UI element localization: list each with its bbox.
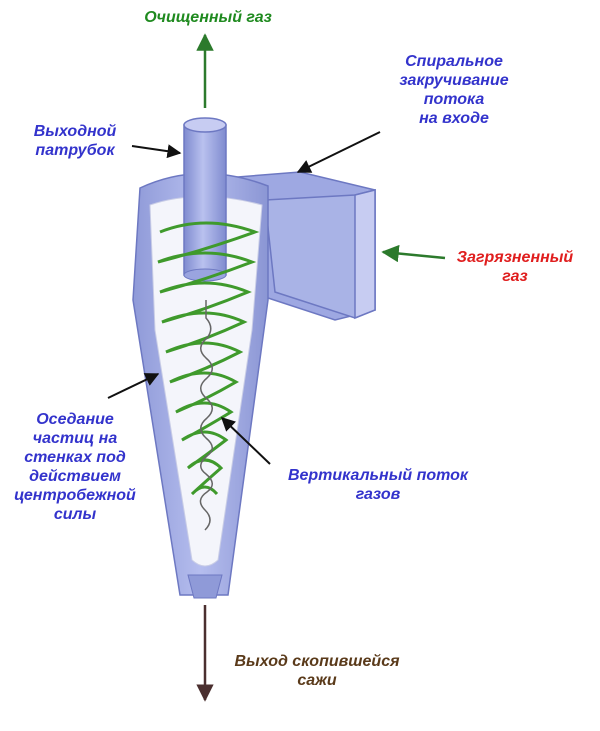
- label-soot-outlet: Выход скопившейся сажи: [234, 653, 400, 689]
- vertical-flow-pointer: [220, 417, 271, 465]
- label-inlet-swirl: Спиральное закручивание потока на входе: [399, 53, 509, 127]
- spiral-flow: [157, 221, 260, 496]
- vertical-gas-flow: [199, 300, 213, 531]
- dirty-gas-arrow: [381, 244, 446, 263]
- dust-outlet: [187, 574, 223, 599]
- label-settling: Оседание частиц на стенках под действием…: [14, 411, 136, 523]
- cone-cutaway: [149, 196, 263, 567]
- label-outlet-pipe: Выходной патрубок: [33, 123, 117, 159]
- label-dirty-gas: Загрязненный газ: [456, 249, 574, 285]
- settling-pointer: [107, 373, 160, 399]
- label-vertical-flow: Вертикальный поток газов: [287, 467, 469, 503]
- outlet-pipe-pointer: [131, 144, 182, 159]
- outlet-pipe: [183, 117, 227, 282]
- inlet-swirl-pointer: [296, 131, 381, 173]
- label-clean-gas: Очищенный газ: [144, 9, 272, 26]
